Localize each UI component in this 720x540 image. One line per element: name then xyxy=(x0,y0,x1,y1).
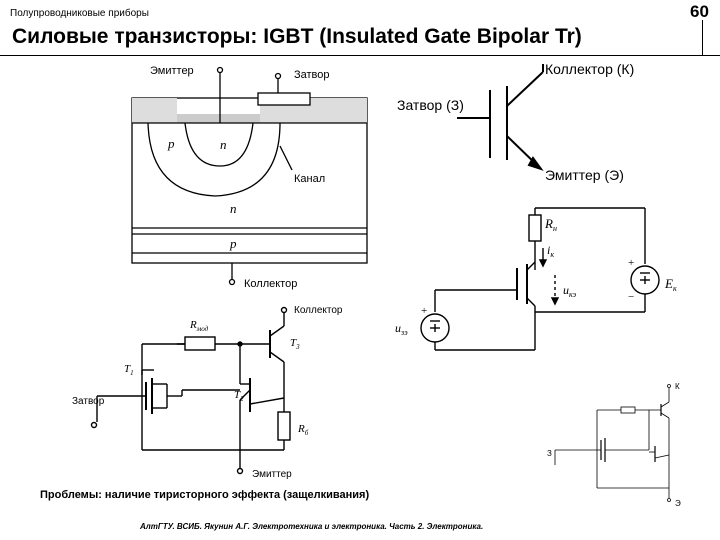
t1-label: T1 xyxy=(124,363,134,377)
footer-credit: АлтГТУ. ВСИБ. Якунин А.Г. Электротехника… xyxy=(140,522,484,531)
gate-electrode xyxy=(257,92,311,106)
ek-plus: + xyxy=(628,257,634,269)
collector-label: Коллектор xyxy=(244,278,297,290)
oxide-left xyxy=(132,98,177,123)
p-substrate-label: p xyxy=(229,236,237,251)
gate-voltage-label: uзэ xyxy=(395,321,408,337)
uze-plus: + xyxy=(421,305,427,317)
thumb-e-label: Э xyxy=(675,499,681,508)
slide-title: Силовые транзисторы: IGBT (Insulated Gat… xyxy=(12,25,582,48)
title-rule xyxy=(0,55,720,56)
ek-label: Eк xyxy=(664,276,677,293)
page-number: 60 xyxy=(690,2,709,21)
p-well xyxy=(147,122,281,197)
equivalent-circuit-diagram: Коллектор Rмод T3 T1 T2 Rб Затвор Эмитте… xyxy=(72,300,362,485)
ek-minus: − xyxy=(628,291,634,303)
t3-label: T3 xyxy=(290,337,300,351)
section-header: Полупроводниковые приборы xyxy=(10,8,149,19)
symbol-gate-label: Затвор (З) xyxy=(397,97,464,113)
emitter-label: Эмиттер xyxy=(150,65,194,77)
title-rule-tick xyxy=(702,20,703,55)
igbt-symbol-diagram: Коллектор (К) Затвор (З) Эмиттер (Э) xyxy=(395,58,665,188)
thumb-z-label: З xyxy=(547,449,552,458)
thumb-k-label: К xyxy=(675,382,680,391)
eq-emitter-label: Эмиттер xyxy=(252,469,292,480)
rb-label: Rб xyxy=(297,423,309,437)
p-well-label: p xyxy=(167,136,175,151)
rb-resistor xyxy=(277,411,291,441)
symbol-emitter-label: Эмиттер (Э) xyxy=(545,167,624,183)
eq-gate-label: Затвор xyxy=(72,396,105,407)
igbt-structure-diagram: Эмиттер Затвор p n Канал n p Коллектор xyxy=(120,58,380,290)
gate-label: Затвор xyxy=(294,69,330,81)
load-resistor xyxy=(528,214,542,242)
n-plus-region xyxy=(184,122,254,167)
n-plus-label: n xyxy=(220,137,227,152)
rmod-label: Rмод xyxy=(189,319,209,333)
rmod-resistor xyxy=(184,336,216,351)
equivalent-circuit-thumbnail: К З Э xyxy=(547,380,697,510)
switching-circuit-diagram: Rн iк uкэ Eк + − uзэ + xyxy=(395,200,685,360)
channel-label: Канал xyxy=(294,173,325,185)
collector-voltage-label: uкэ xyxy=(563,283,577,299)
collector-current-label: iк xyxy=(547,243,554,259)
eq-collector-label: Коллектор xyxy=(294,305,343,316)
t2-label: T2 xyxy=(234,389,244,403)
load-resistor-label: Rн xyxy=(544,216,557,233)
symbol-collector-label: Коллектор (К) xyxy=(545,61,634,77)
problems-note: Проблемы: наличие тиристорного эффекта (… xyxy=(40,489,370,501)
n-drift-label: n xyxy=(230,201,237,216)
